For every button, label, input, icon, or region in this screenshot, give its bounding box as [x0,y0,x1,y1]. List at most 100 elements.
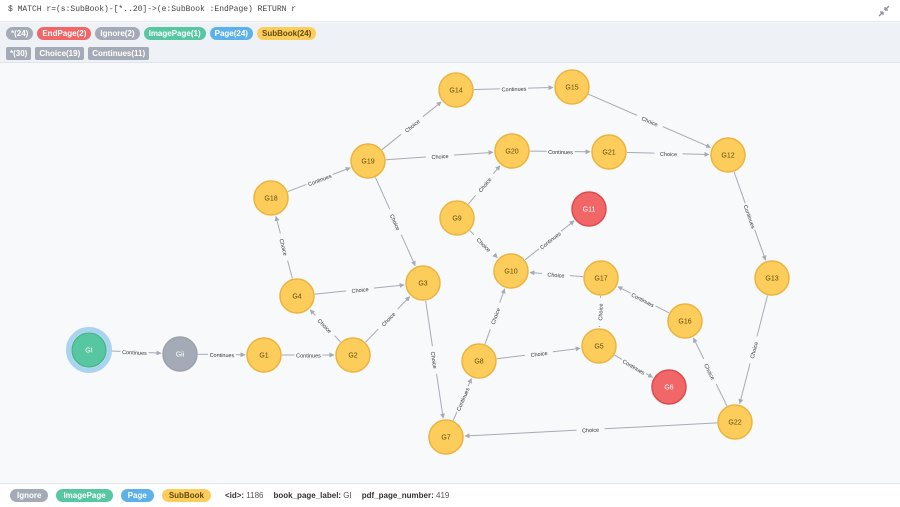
relationship-G8-G10[interactable]: Choice [484,288,506,345]
node-G19[interactable]: G19 [350,143,386,179]
relationship-G17-G5[interactable]: Choice [595,295,605,328]
node-label: G16 [678,319,691,326]
node-G4[interactable]: G4 [279,278,315,314]
relationship-G13-G22[interactable]: Choice [738,295,769,405]
relationship-G19-G3[interactable]: Choice [374,177,416,267]
node-G9[interactable]: G9 [439,200,475,236]
relationship-G4-G3[interactable]: Choice [314,282,405,295]
footer-label-subbook[interactable]: SubBook [161,489,211,502]
relationship-Gii-G1[interactable]: Continues [197,350,246,359]
relationship-G2-G3[interactable]: Choice [365,296,411,343]
relationship-G18-G19[interactable]: Continues [287,167,351,193]
relationship-label: Choice [491,307,502,325]
footer-label-ignore[interactable]: Ignore [10,489,49,502]
node-G7[interactable]: G7 [428,419,464,455]
node-Gii[interactable]: Gii [162,336,198,372]
footer-label-imagepage[interactable]: ImagePage [56,489,113,502]
node-G1[interactable]: G1 [246,337,282,373]
relationship-label: Continues [210,353,235,359]
node-G15[interactable]: G15 [554,69,590,105]
relationship-label: Continues [548,150,573,156]
node-G10[interactable]: G10 [493,253,529,289]
relationship-G16-G17[interactable]: Continues [617,286,670,314]
label-pill-all[interactable]: *(24) [6,27,34,40]
node-G14[interactable]: G14 [438,72,474,108]
node-G5[interactable]: G5 [581,328,617,364]
node-label: G4 [292,294,301,301]
relationship-G21-G12[interactable]: Choice [626,149,710,158]
relationship-G22-G16[interactable]: Choice [692,337,728,407]
relationship-G3-G7[interactable]: Choice [425,300,446,419]
selected-node-labels: Ignore ImagePage Page SubBook [10,489,211,502]
node-label: G12 [721,153,734,160]
node-G22[interactable]: G22 [717,404,753,440]
relationship-G19-G20[interactable]: Choice [385,150,494,161]
node-label: GI [85,348,92,355]
node-label: G13 [765,276,778,283]
label-pill-endpage[interactable]: EndPage(2) [37,27,92,40]
node-G21[interactable]: G21 [591,134,627,170]
relationship-types-bar: *(30)Choice(19)Continues(11) [0,44,900,63]
label-pill-page[interactable]: Page(24) [209,27,253,40]
node-label: Gii [176,352,185,359]
node-label: G15 [565,85,578,92]
relationship-G7-G8[interactable]: Continues [452,377,472,421]
relationship-label: Choice [429,351,437,369]
relationship-G9-G10[interactable]: Choice [469,230,498,259]
node-label: G8 [474,359,483,366]
node-GI[interactable]: GI [66,327,112,373]
relationship-label: Choice [530,351,548,359]
node-G20[interactable]: G20 [494,133,530,169]
footer-label-page[interactable]: Page [120,489,154,502]
label-pill-ignore[interactable]: Ignore(2) [95,27,140,40]
relationship-G22-G7[interactable]: Choice [464,422,718,439]
relationship-G15-G12[interactable]: Choice [588,93,712,148]
rel-type-continues[interactable]: Continues(11) [88,46,150,60]
node-G13[interactable]: G13 [754,260,790,296]
node-G2[interactable]: G2 [335,337,371,373]
relationship-label: Continues [296,354,321,360]
query-text[interactable]: $ MATCH r=(s:SubBook)-[*..20]->(e:SubBoo… [8,5,297,14]
relationship-G5-G6[interactable]: Continues [614,354,654,378]
relationship-label: Continues [122,350,147,357]
node-G12[interactable]: G12 [710,137,746,173]
relationship-G8-G5[interactable]: Choice [496,346,581,360]
node-G16[interactable]: G16 [667,303,703,339]
relationship-G17-G10[interactable]: Choice [529,269,584,280]
query-bar: $ MATCH r=(s:SubBook)-[*..20]->(e:SubBoo… [0,0,900,22]
label-pill-imagepage[interactable]: ImagePage(1) [143,27,206,40]
relationship-G19-G14[interactable]: Choice [381,101,442,151]
relationship-G9-G20[interactable]: Choice [468,165,501,205]
relationship-G2-G4[interactable]: Choice [309,309,341,343]
node-label: G18 [264,196,277,203]
relationship-label: Choice [640,116,658,128]
node-label: G21 [602,150,615,157]
relationship-G14-G15[interactable]: Continues [473,84,554,94]
node-G18[interactable]: G18 [253,180,289,216]
relationship-G1-G2[interactable]: Continues [282,351,335,360]
collapse-arrows-icon[interactable] [876,3,892,19]
rel-type-choice[interactable]: Choice(19) [35,46,85,60]
node-G8[interactable]: G8 [461,343,497,379]
node-label: G11 [583,207,596,214]
relationship-G12-G13[interactable]: Continues [733,171,767,261]
rel-type-all[interactable]: *(30) [6,46,32,60]
label-pill-subbook[interactable]: SubBook(24) [256,27,317,40]
node-G6[interactable]: G6 [651,369,687,405]
relationship-G4-G18[interactable]: Choice [274,215,293,279]
node-G3[interactable]: G3 [405,265,441,301]
relationship-label: Continues [502,87,527,94]
relationship-G20-G21[interactable]: Continues [529,147,591,156]
node-label: G22 [728,420,741,427]
node-G17[interactable]: G17 [583,260,619,296]
relationship-G10-G11[interactable]: Continues [524,220,575,261]
relationship-GI-Gii[interactable]: Continues [106,347,162,357]
node-label: G5 [594,344,603,351]
relationship-label: Choice [351,287,369,295]
node-G11[interactable]: G11 [571,191,607,227]
node-label: G7 [441,435,450,442]
property-0: <id>: 1186 [224,491,264,500]
